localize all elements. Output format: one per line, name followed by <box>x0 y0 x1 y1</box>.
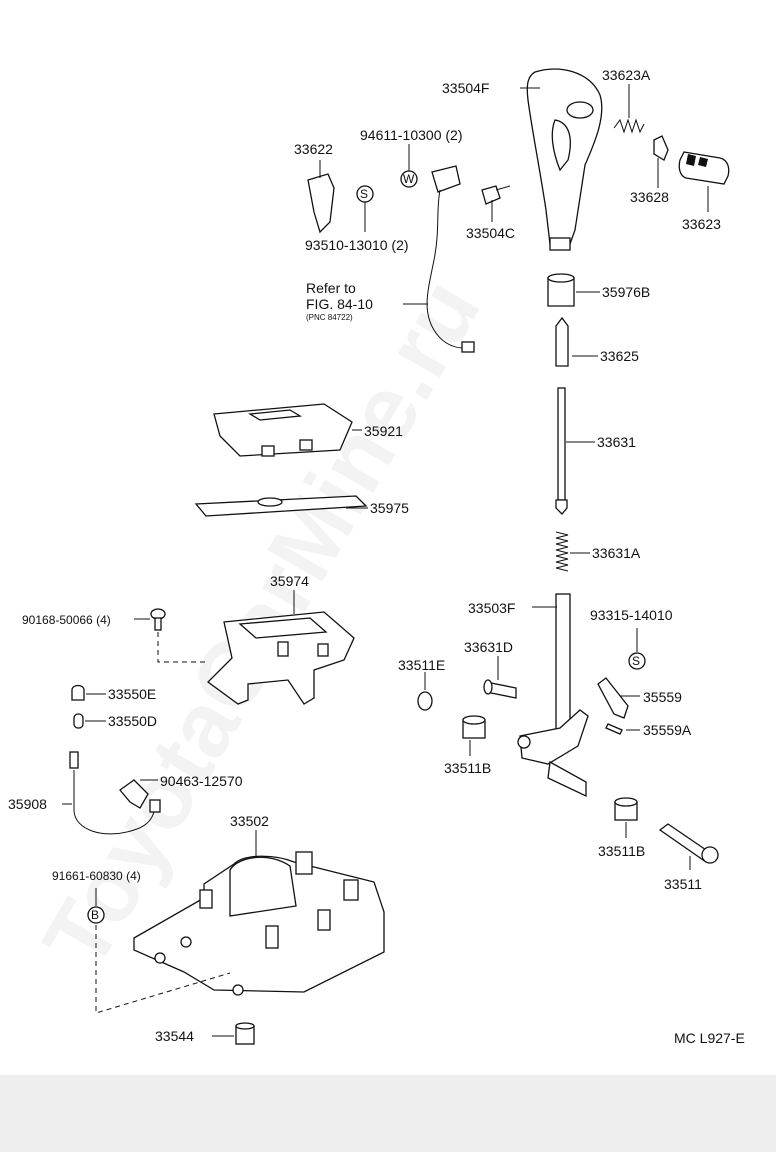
bolt-symbol-letter: B <box>91 908 99 922</box>
part-label-33504C: 33504C <box>466 225 515 241</box>
reference-line-2: FIG. 84-10 <box>306 296 373 312</box>
part-label-33631D: 33631D <box>464 639 513 655</box>
part-label-33504F: 33504F <box>442 80 489 96</box>
part-label-35974: 35974 <box>270 573 309 589</box>
diagram-code: MC L927-E <box>674 1030 745 1046</box>
bulb-33550D <box>73 713 84 729</box>
part-label-94611: 94611-10300 (2) <box>360 127 462 143</box>
part-label-33550E: 33550E <box>108 686 156 702</box>
cover-35921 <box>213 403 353 457</box>
clip-90463 <box>119 779 149 809</box>
spring-33631A <box>555 531 569 572</box>
bracket-33622 <box>307 173 335 234</box>
screw-symbol-letter-2: S <box>632 654 640 668</box>
switch-harness <box>426 165 475 353</box>
bolt-symbol <box>87 906 105 924</box>
part-label-90168: 90168-50066 (4) <box>22 613 111 627</box>
pin-33631D <box>483 679 517 699</box>
base-33502 <box>133 851 385 996</box>
reference-line-3: (PNC 84722) <box>306 313 353 322</box>
part-label-35975: 35975 <box>370 500 409 516</box>
bushing-35976B <box>547 273 575 307</box>
knob-button-33623 <box>678 151 730 185</box>
screw-symbol-letter: S <box>360 187 368 201</box>
shift-lever-33503F <box>517 593 589 798</box>
plate-33628 <box>653 135 669 161</box>
shift-knob <box>526 68 603 251</box>
part-label-33511B-b: 33511B <box>598 843 645 859</box>
part-label-93510: 93510-13010 (2) <box>305 237 409 253</box>
part-label-93315: 93315-14010 <box>590 607 673 623</box>
part-label-33631A: 33631A <box>592 545 641 561</box>
part-label-33511B-a: 33511B <box>444 760 491 776</box>
rod-33625 <box>555 316 569 367</box>
part-label-33544: 33544 <box>155 1028 194 1044</box>
bolt-33504C <box>481 185 511 205</box>
part-label-33631: 33631 <box>597 434 636 450</box>
pin-35559A <box>605 723 623 735</box>
part-label-33511E: 33511E <box>398 657 445 673</box>
rod-33631 <box>555 387 568 515</box>
part-label-33550D: 33550D <box>108 713 157 729</box>
washer-symbol-letter: W <box>403 172 415 186</box>
part-label-33628: 33628 <box>630 189 669 205</box>
clip-35559 <box>597 677 629 719</box>
screw-symbol-2 <box>628 652 646 670</box>
part-label-33622: 33622 <box>294 141 333 157</box>
part-label-35921: 35921 <box>364 423 403 439</box>
part-label-35559A: 35559A <box>643 722 692 738</box>
part-label-33503F: 33503F <box>468 600 515 616</box>
nut-33511E <box>417 691 433 711</box>
part-label-91661: 91661-60830 (4) <box>52 869 141 883</box>
part-label-35559: 35559 <box>643 689 682 705</box>
bushing-33511B-left <box>462 715 486 739</box>
pin-33511 <box>658 823 719 864</box>
part-label-35908: 35908 <box>8 796 47 812</box>
screw-90168 <box>150 608 166 631</box>
spring-33623A <box>613 118 645 134</box>
bulb-33550E <box>71 684 85 701</box>
housing-35974 <box>207 611 355 705</box>
part-label-33511: 33511 <box>664 876 702 892</box>
footer-band <box>0 1075 776 1152</box>
plate-35975 <box>194 495 368 517</box>
harness-35908 <box>69 751 161 835</box>
part-label-33623A: 33623A <box>602 67 651 83</box>
parts-diagram: ToyotaCarMine.ru 33504F 33623A 33628 336… <box>8 67 745 1046</box>
part-label-33623: 33623 <box>682 216 721 232</box>
part-label-35976B: 35976B <box>602 284 650 300</box>
bushing-33544 <box>235 1022 255 1045</box>
part-label-90463: 90463-12570 <box>160 773 243 789</box>
part-label-33502: 33502 <box>230 813 269 829</box>
reference-line-1: Refer to <box>306 280 356 296</box>
part-label-33625: 33625 <box>600 348 639 364</box>
bushing-33511B-right <box>614 797 638 821</box>
